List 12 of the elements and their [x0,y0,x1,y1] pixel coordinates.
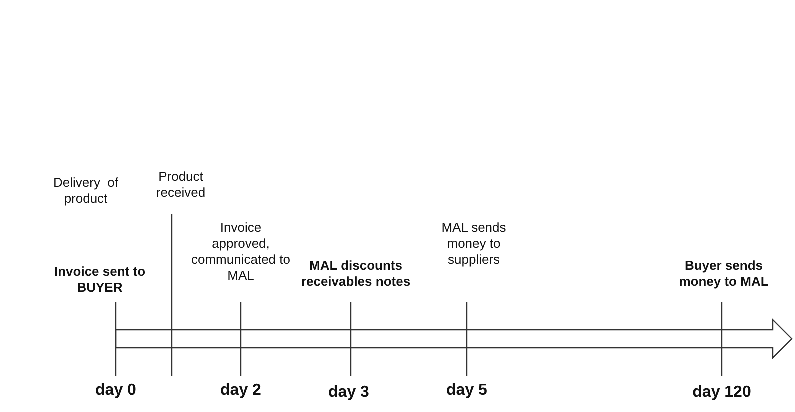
event-label: MAL discounts receivables notes [300,258,412,290]
day-label: day 120 [692,384,752,402]
event-label: Invoice approved, communicated to MAL [191,220,291,284]
day-label: day 0 [94,382,138,400]
day-label: day 2 [220,382,262,400]
day-label: day 5 [446,382,488,400]
event-label: MAL sends money to suppliers [440,220,508,268]
event-label: Product received [155,169,207,201]
day-label: day 3 [328,384,370,402]
event-label: Delivery of product [52,175,120,207]
event-label: Invoice sent to BUYER [53,264,147,296]
event-label: Buyer sends money to MAL [678,258,770,290]
